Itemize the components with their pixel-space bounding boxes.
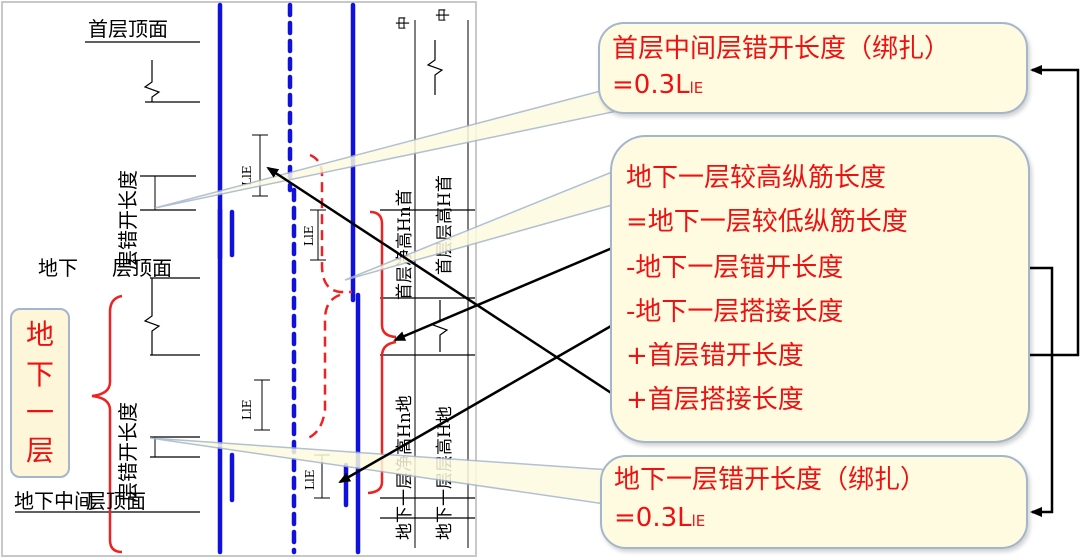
formula-line: +首层错开长度 (626, 341, 804, 371)
offset-length-lower: 层错开长度 (116, 402, 140, 502)
solid-bracket-basement (367, 340, 397, 495)
floor-tag-char: 一 (25, 396, 54, 429)
break-symbols (143, 40, 449, 355)
floor-tag-basement-one: 地 下 一 层 (10, 308, 70, 478)
dashed-bracket-upper (309, 153, 352, 294)
lap-label-lower-b: LlE (303, 469, 317, 490)
floor-top-label: 首层顶面 (88, 17, 168, 41)
basement-label-right: 层顶面 (112, 256, 172, 280)
callout-pointers (149, 87, 624, 506)
rebar-bars (217, 2, 361, 555)
solid-bracket-first-floor (369, 210, 397, 339)
first-floor-height-label: 首层层高H首 (435, 175, 455, 275)
formula-prefix: =0.3L (612, 70, 690, 100)
mid-label-right: 层顶面 (86, 489, 146, 513)
formula-prefix: =0.3L (614, 503, 692, 533)
red-brackets (91, 153, 397, 554)
top-right-mark-a: 中 (396, 16, 412, 30)
top-right-mark-b: 中 (436, 8, 452, 22)
arrow-basement-offset (393, 230, 651, 342)
formula-line: 地下一层较高纵筋长度 (626, 163, 887, 193)
callout-first-floor: 首层中间层错开长度（绑扎） =0.3LlE (598, 22, 1028, 114)
callout-basement-line1: 地下一层错开长度（绑扎） (614, 465, 927, 495)
lap-label-mid: LlE (302, 225, 316, 246)
callout-basement: 地下一层错开长度（绑扎） =0.3LlE (600, 455, 1028, 549)
basement-label-left: 地下 (38, 256, 78, 280)
callout-first-floor-line1: 首层中间层错开长度（绑扎） (612, 34, 951, 64)
arrow-basement-lap (338, 316, 626, 484)
dashed-bracket-lower (307, 293, 341, 440)
lap-label-upper: LlE (240, 165, 254, 186)
formula-subscript: lE (691, 512, 706, 530)
formula-line: -地下一层搭接长度 (626, 297, 844, 327)
floor-lines (15, 41, 475, 519)
first-floor-clear-height-label: 首层净高Hn首 (395, 189, 415, 300)
formula-subscript: lE (689, 79, 704, 97)
callout-main-formula: 地下一层较高纵筋长度 =地下一层较低纵筋长度 -地下一层错开长度 -地下一层搭接… (610, 135, 1030, 443)
formula-line: -地下一层错开长度 (626, 253, 844, 283)
callout-first-floor-line2: =0.3LlE (612, 70, 703, 103)
floor-tag-char: 下 (25, 358, 54, 391)
arrow-first-floor-lap (266, 166, 626, 404)
callout-basement-line2: =0.3LlE (614, 503, 705, 536)
floor-tag-char: 层 (25, 434, 54, 467)
floor-tag-char: 地 (25, 318, 54, 351)
formula-line: +首层搭接长度 (626, 385, 804, 415)
formula-line: =地下一层较低纵筋长度 (626, 207, 908, 237)
offset-length-upper: 层错开长度 (116, 170, 140, 270)
lap-label-lower-a: LlE (240, 399, 254, 420)
floor-tag-brace (91, 294, 123, 554)
mid-label-left: 地下中间 (14, 489, 94, 513)
